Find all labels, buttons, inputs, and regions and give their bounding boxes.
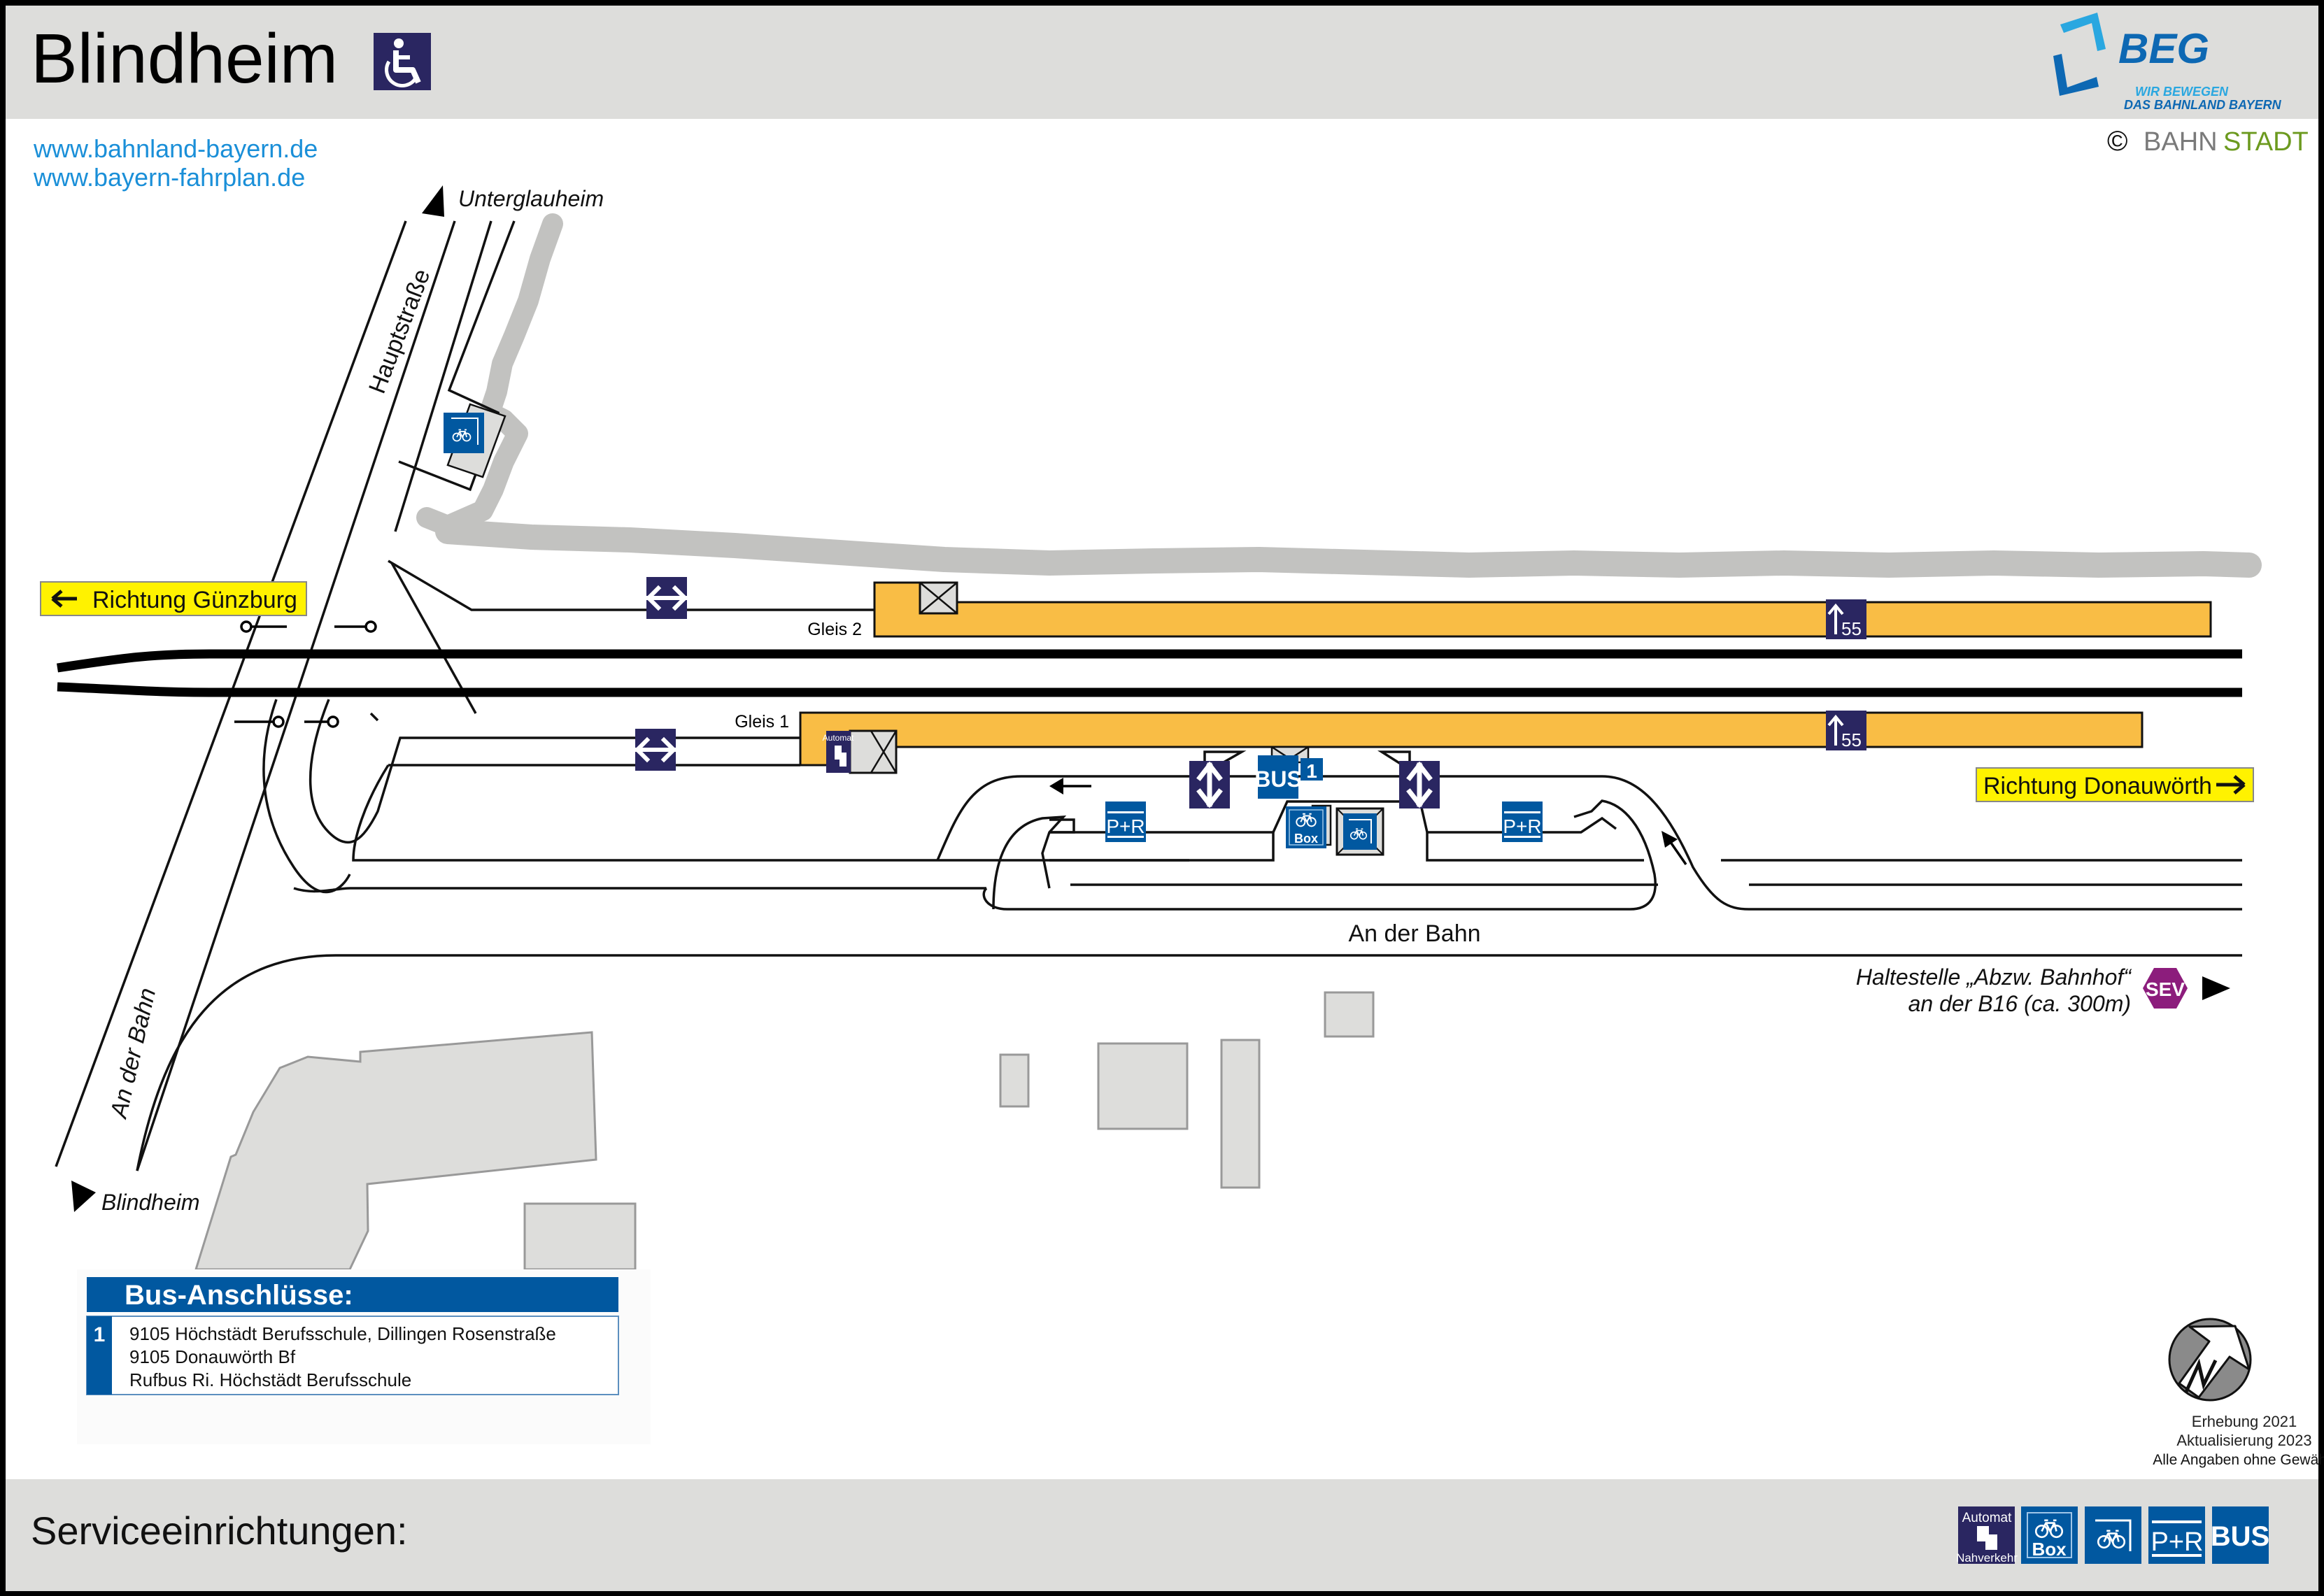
link-bayern-fahrplan[interactable]: www.bayern-fahrplan.de [33,163,305,192]
street-label-an-der-bahn-lower: An der Bahn [1348,920,1480,947]
beg-logo: BEG WIR BEWEGEN DAS BAHNLAND BAYERN [2053,13,2282,112]
compass-icon [2168,1318,2252,1402]
service-bike-parking-icon [2085,1506,2141,1564]
destination-north: Unterglauheim [458,186,604,211]
beg-tagline-2: DAS BAHNLAND BAYERN [2124,98,2282,112]
wheelchair-icon [374,33,431,90]
update-year: Aktualisierung 2023 [2176,1432,2311,1449]
arrow-south-icon [71,1181,96,1212]
bike-box-icon[interactable]: Box [1286,804,1332,848]
one-way-arrow-icon [1661,831,1687,865]
bus-stop-icon[interactable]: BUS 1 [1254,755,1323,799]
one-way-arrow-icon [1049,778,1091,795]
platform-gleis-2: Gleis 2 55 [807,581,2212,639]
station-title: Blindheim [31,20,338,98]
service-park-ride-icon: P+R [2148,1506,2205,1564]
crossing-icon [635,729,676,771]
arrow-right-icon [2216,775,2246,795]
bus-stop-label: BUS [1254,767,1302,792]
disclaimer: Alle Angaben ohne Gewähr! [2153,1452,2324,1468]
bus-connections-panel: Bus-Anschlüsse: 1 9105 Höchstädt Berufss… [77,1269,651,1444]
copyright-bahn: BAHN [2144,127,2218,157]
bus-line: 9105 Donauwörth Bf [129,1346,296,1367]
bus-line: Rufbus Ri. Höchstädt Berufsschule [129,1369,411,1390]
destination-south: Blindheim [101,1190,200,1215]
gleis-2-label: Gleis 2 [807,620,862,639]
sev-stop-line-2: an der B16 (ca. 300m) [1908,991,2131,1016]
platform-height-55-icon: 55 [1826,711,1866,750]
direction-west-label: Richtung Günzburg [92,587,297,613]
platform-height-55-icon: 55 [1826,599,1866,639]
automat-label: Automat [823,733,854,743]
service-bus-label: BUS [2211,1521,2269,1552]
services-title: Serviceeinrichtungen: [31,1509,408,1553]
beg-tagline-1: WIR BEWEGEN [2135,85,2229,99]
bike-box-label: Box [1294,832,1318,846]
barriers [234,620,377,728]
ramp-icon [1189,761,1230,808]
beg-logo-text: BEG [2118,25,2209,72]
copyright-bahnstadt: © BAHN STADT [2107,126,2309,157]
ramp-icon [1399,761,1440,808]
arrow-north-icon [422,185,444,217]
service-automat-icon: Automat Nahverkehr [1956,1506,2018,1565]
track-gleis-2 [57,649,2242,673]
copyright-symbol: © [2107,126,2127,157]
bus-connections-title: Bus-Anschlüsse: [125,1280,353,1311]
ticket-machine-icon[interactable]: Automat [823,729,898,774]
direction-east-label: Richtung Donauwörth [1983,773,2212,799]
survey-year: Erhebung 2021 [2192,1413,2297,1430]
sev-stop-line-1: Haltestelle „Abzw. Bahnhof“ [1856,964,2132,990]
service-bike-box-icon: Box [2021,1506,2078,1564]
header-bar [6,6,2318,119]
sev-icon [2143,968,2188,1009]
park-and-ride-icon[interactable]: P+R [1105,801,1146,842]
park-and-ride-icon[interactable]: P+R [1502,801,1543,842]
bike-parking-icon[interactable] [444,403,506,478]
roads [55,220,2242,1171]
direction-sign-east: Richtung Donauwörth [1976,767,2254,802]
sev-stop: Haltestelle „Abzw. Bahnhof“ an der B16 (… [1856,964,2230,1016]
service-bike-box-label: Box [2032,1539,2067,1560]
link-bahnland-bayern[interactable]: www.bahnland-bayern.de [33,134,318,163]
bus-stop-number: 1 [1306,760,1317,782]
gleis-1-label: Gleis 1 [735,712,789,732]
platform-height-label: 55 [1841,729,1862,750]
copyright-stadt: STADT [2223,127,2309,157]
bike-parking-icon[interactable] [1335,807,1384,856]
bus-stop-number: 1 [94,1323,106,1346]
service-automat-bottom: Nahverkehr [1956,1551,2018,1565]
crossing-icon [646,577,687,619]
footer-bar [6,1479,2318,1591]
arrow-right-icon [2202,976,2230,1000]
bus-line: 9105 Höchstädt Berufsschule, Dillingen R… [129,1323,556,1344]
buildings [194,991,1375,1271]
service-bus-icon: BUS [2211,1506,2269,1564]
track-gleis-1 [57,682,2242,697]
platform-gleis-1: Gleis 1 55 Automat [735,711,2144,774]
arrow-left-icon [51,590,77,608]
service-automat-top: Automat [1962,1511,2012,1525]
direction-sign-west: Richtung Günzburg [40,581,307,616]
park-ride-label: P+R [1106,815,1145,837]
park-ride-label: P+R [1503,815,1541,837]
sev-label: SEV [2146,978,2185,1000]
service-park-ride-label: P+R [2151,1527,2204,1557]
platform-height-label: 55 [1841,618,1862,639]
